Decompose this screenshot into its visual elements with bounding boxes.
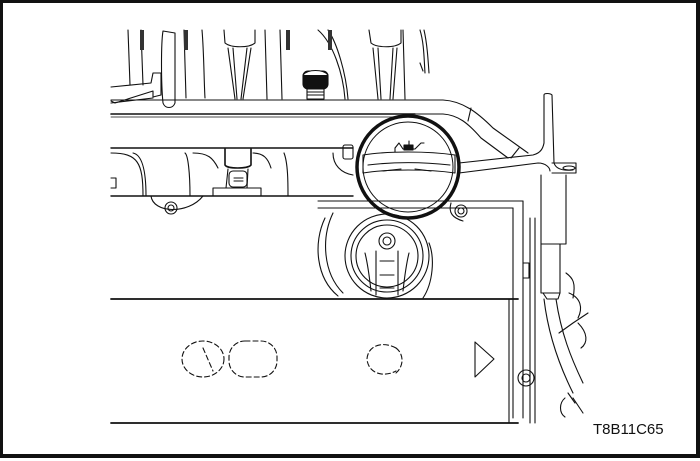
pressure-regulator	[302, 69, 329, 100]
access-well	[344, 213, 433, 299]
engine-block-upper	[317, 200, 524, 419]
fuel-rail	[110, 99, 416, 118]
intake-manifold-runners	[127, 29, 430, 109]
bolt-center	[332, 144, 354, 176]
bolt-left	[150, 195, 204, 215]
oil-filler-cap	[355, 114, 461, 220]
arrow-mark	[474, 341, 495, 378]
cover-emblem	[181, 340, 403, 378]
oil-can-icon	[394, 140, 425, 153]
left-bracket	[110, 72, 162, 104]
figure-code: T8B11C65	[593, 421, 664, 438]
engine-line-drawing	[110, 29, 589, 424]
cylinder-head	[110, 147, 354, 197]
engine-cover-lower	[110, 298, 519, 424]
right-hose-assembly	[517, 174, 589, 424]
fuel-line	[414, 92, 577, 174]
ignition-connector	[212, 148, 262, 197]
bolt-right	[449, 202, 468, 222]
